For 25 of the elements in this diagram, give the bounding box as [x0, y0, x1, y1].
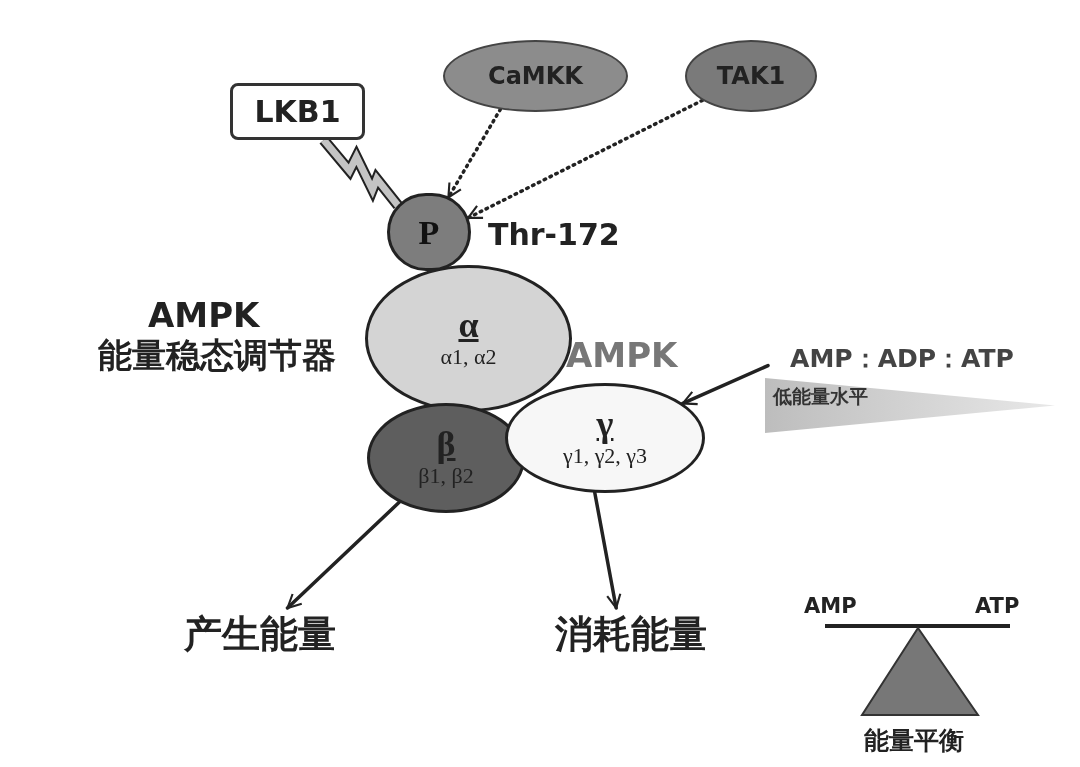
- kinase-box: [230, 83, 365, 140]
- arrow: [285, 500, 401, 610]
- subunit-symbol: α: [458, 306, 479, 343]
- text-label: AMPK: [566, 334, 678, 377]
- node-label: LKB1: [254, 93, 341, 131]
- wedge-shape: [765, 378, 1055, 433]
- isoform-label: γ1, γ2, γ3: [562, 443, 648, 470]
- node-label: 产生能量: [184, 610, 336, 658]
- text-label: AMP: [804, 593, 857, 620]
- arrow: [681, 363, 770, 406]
- subunit-symbol: γ: [596, 406, 614, 443]
- subunit-symbol: β: [436, 426, 456, 463]
- isoform-label: α1, α2: [440, 342, 497, 371]
- text-label: AMPK: [148, 294, 260, 337]
- text-label: ATP: [975, 593, 1020, 620]
- isoform-label: β1, β2: [418, 463, 474, 490]
- node-label: TAK1: [716, 61, 786, 92]
- site-label: Thr-172: [488, 216, 620, 254]
- node-label: CaMKK: [488, 61, 583, 92]
- text-label: 能量稳态调节器: [98, 334, 336, 377]
- node-label: 低能量水平: [771, 384, 868, 409]
- text-label: 能量平衡: [864, 725, 964, 757]
- node-label: P: [418, 212, 440, 253]
- node-label: AMP：ADP：ATP: [790, 343, 1014, 376]
- node-label: 消耗能量: [555, 610, 707, 658]
